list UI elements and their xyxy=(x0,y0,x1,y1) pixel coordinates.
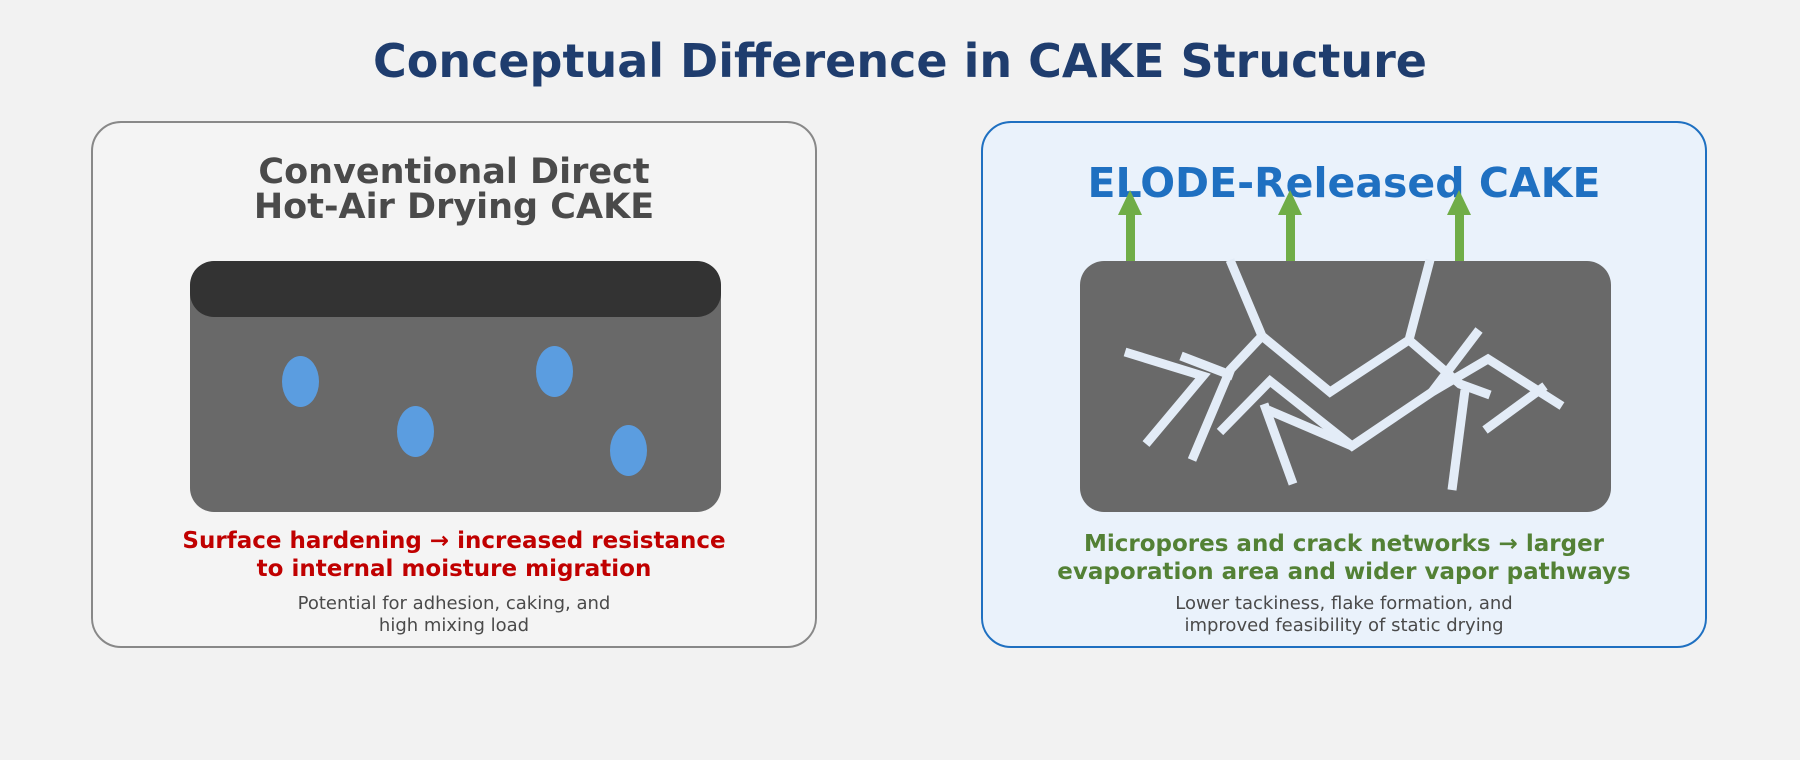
vapor-arrows xyxy=(1118,190,1471,261)
vapor-arrow-icon xyxy=(1118,190,1142,261)
conventional-cake-panel: Conventional Direct Hot-Air Drying CAKE … xyxy=(91,121,817,648)
crack-line xyxy=(1266,405,1354,451)
conventional-title-line-2: Hot-Air Drying CAKE xyxy=(253,187,655,227)
moisture-droplet xyxy=(397,406,434,457)
elode-panel-title: ELODE-Released CAKE xyxy=(1087,159,1601,207)
diagram-title: Conceptual Difference in CAKE Structure xyxy=(372,34,1427,88)
crack-line xyxy=(1482,382,1548,434)
hardened-surface-crust xyxy=(190,261,721,317)
vapor-arrow-icon xyxy=(1447,190,1471,261)
elode-note-line-1: Lower tackiness, flake formation, and xyxy=(1175,593,1513,614)
elode-message-line-2: evaporation area and wider vapor pathway… xyxy=(1057,559,1631,585)
crack-line xyxy=(1216,353,1565,452)
crack-line xyxy=(1428,327,1483,395)
conventional-panel-title: Conventional Direct Hot-Air Drying CAKE xyxy=(93,155,815,225)
conventional-main-message: Surface hardening → increased resistance… xyxy=(93,527,815,583)
conventional-title-line-1: Conventional Direct xyxy=(258,152,650,192)
crack-network xyxy=(1123,258,1565,491)
moisture-droplet xyxy=(536,346,573,397)
crack-line xyxy=(1406,336,1492,400)
elode-note: Lower tackiness, flake formation, and im… xyxy=(983,593,1705,637)
conventional-message-line-1: Surface hardening → increased resistance xyxy=(182,528,726,554)
moisture-droplet xyxy=(610,425,647,476)
vapor-arrow-icon xyxy=(1278,190,1302,261)
conventional-message-line-2: to internal moisture migration xyxy=(256,556,652,582)
elode-main-message: Micropores and crack networks → larger e… xyxy=(983,530,1705,586)
conventional-cake-block xyxy=(190,261,721,512)
moisture-droplet xyxy=(282,356,319,407)
elode-message-line-1: Micropores and crack networks → larger xyxy=(1083,531,1605,557)
crack-line xyxy=(1447,389,1470,491)
crack-line xyxy=(1187,332,1266,462)
elode-note-line-2: improved feasibility of static drying xyxy=(1184,615,1504,636)
conventional-note: Potential for adhesion, caking, and high… xyxy=(93,593,815,637)
crack-line xyxy=(1225,258,1435,398)
conventional-note-line-1: Potential for adhesion, caking, and xyxy=(297,593,611,614)
crack-line xyxy=(1123,347,1211,447)
crack-line xyxy=(1179,351,1235,381)
conventional-note-line-2: high mixing load xyxy=(378,615,530,636)
crack-line xyxy=(1259,402,1298,486)
